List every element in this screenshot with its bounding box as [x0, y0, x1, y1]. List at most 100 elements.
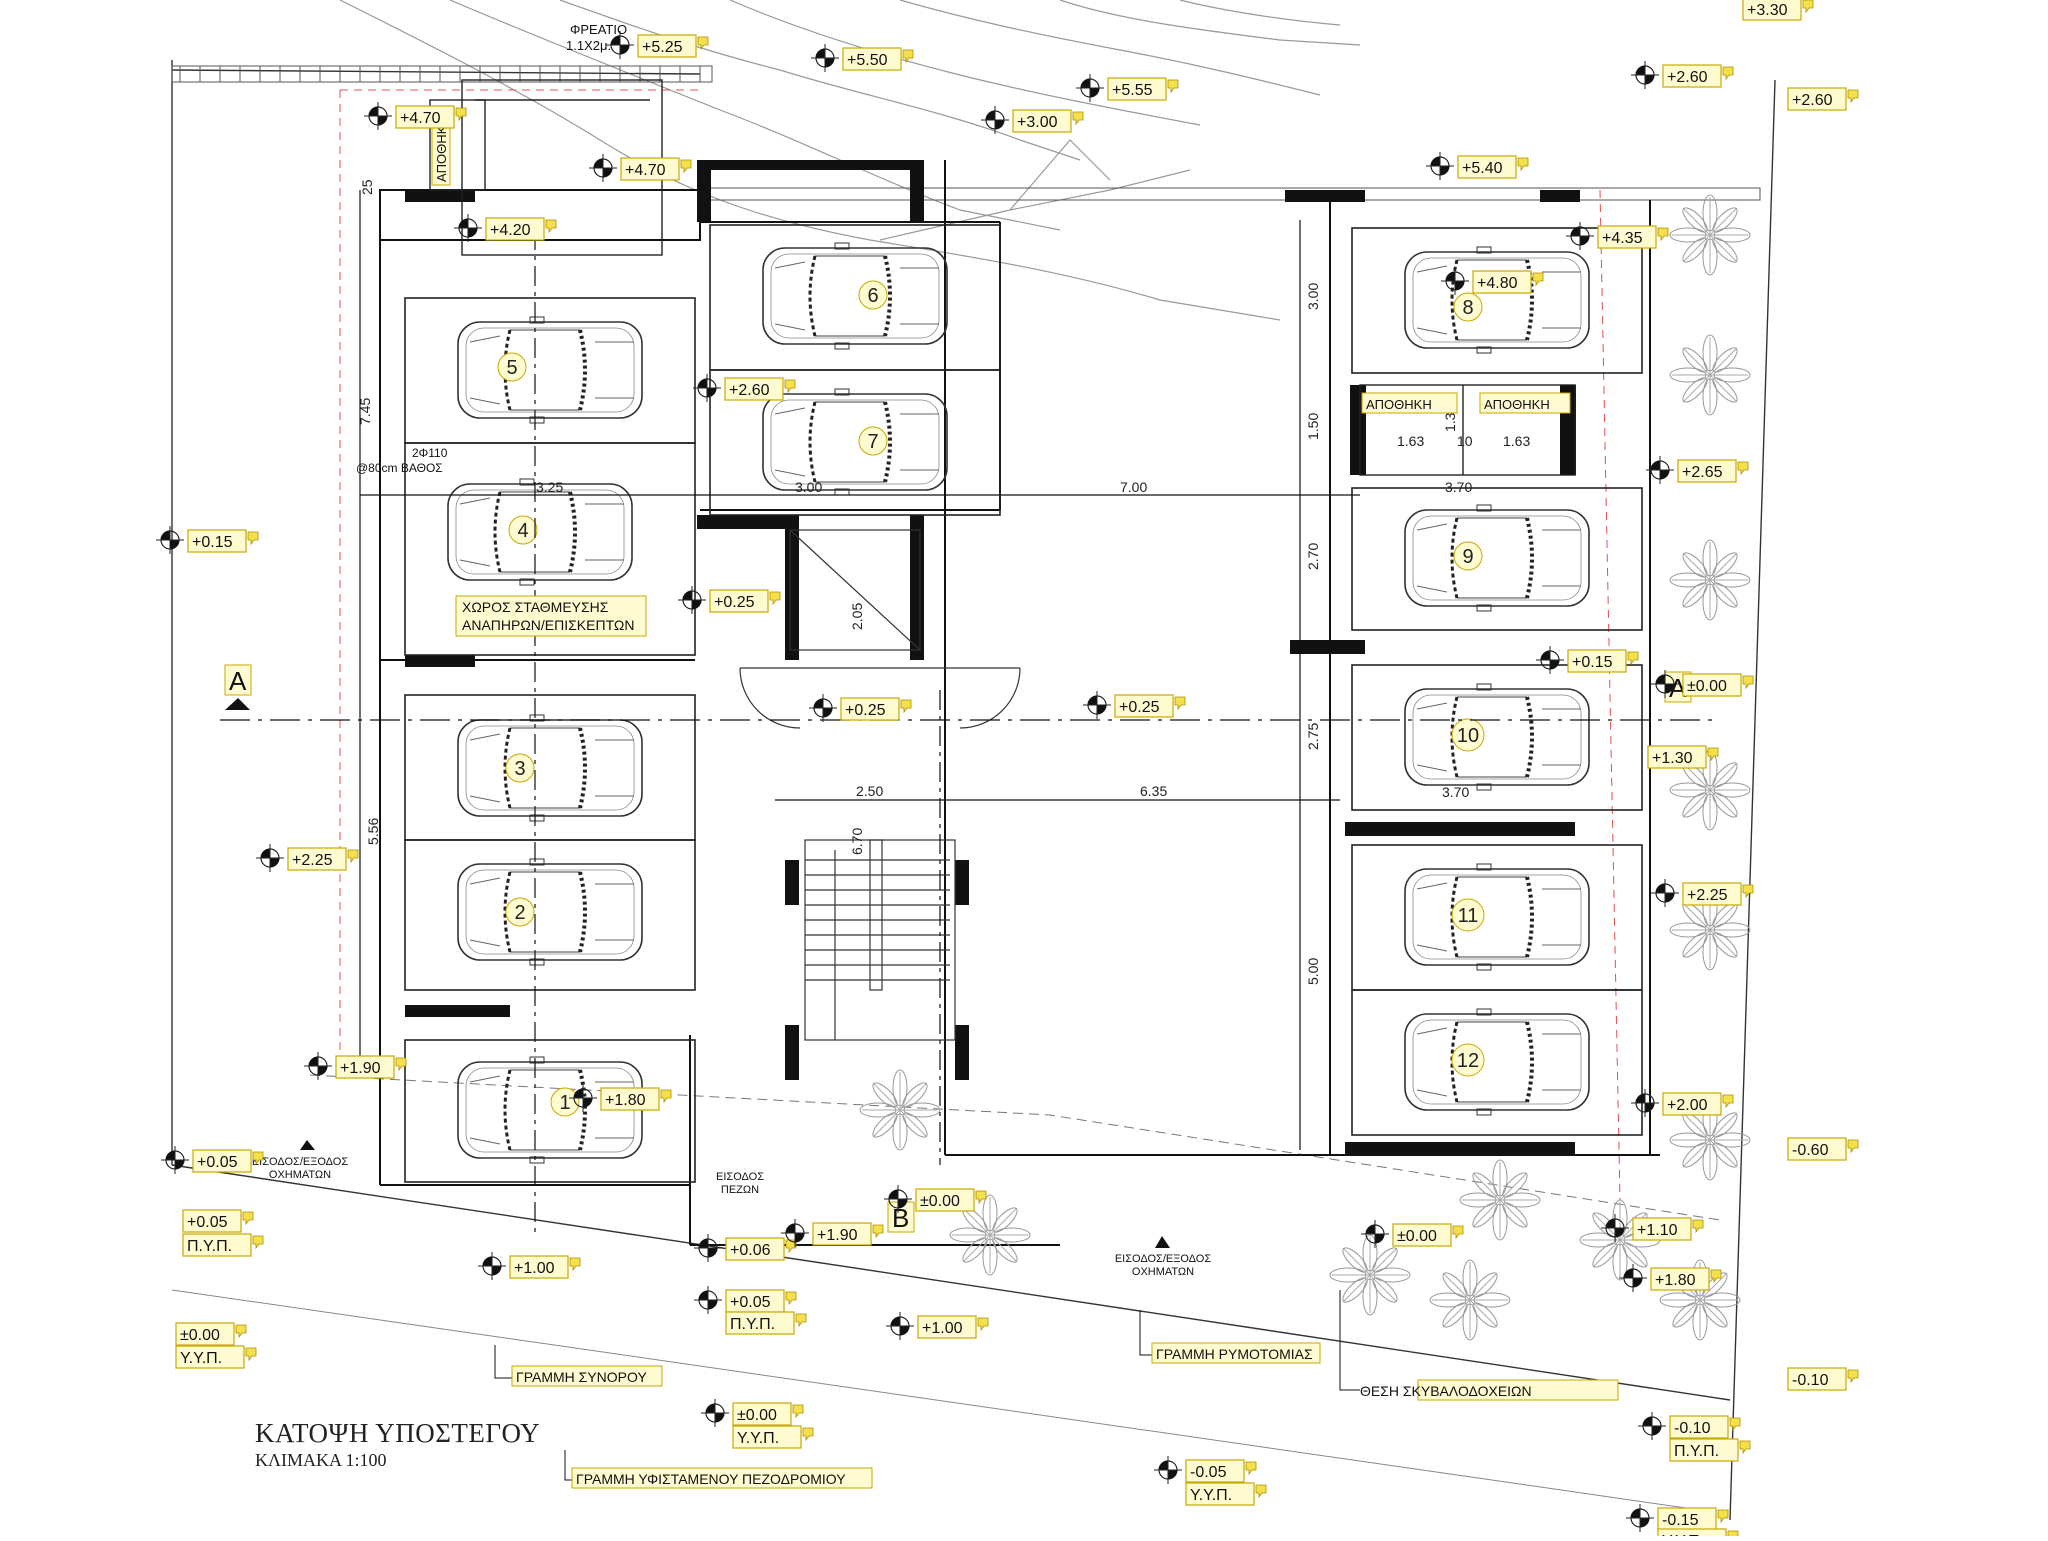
comment-icon [1245, 1461, 1257, 1476]
level-box [1107, 77, 1167, 101]
level-value: +0.05 [730, 1294, 771, 1311]
dim-6-70: 6.70 [849, 828, 865, 855]
comment-icon [792, 1404, 804, 1419]
comment-icon [1802, 0, 1814, 14]
comment-icon [1657, 227, 1669, 242]
landscape-plants [859, 194, 1751, 1341]
car-5 [456, 315, 644, 425]
dim-2-70: 2.70 [1305, 543, 1321, 570]
comment-icon [1737, 461, 1749, 476]
car-10 [1403, 682, 1591, 792]
level-box [1742, 0, 1802, 21]
terrain-contours [339, 0, 1361, 321]
comment-icon [977, 1317, 989, 1332]
label-pile-depth: @80cm ΒΑΘΟΣ [356, 461, 443, 475]
dim-5-00: 5.00 [1305, 958, 1321, 985]
label-storage-b: ΑΠΟΘΗΚΗ [1484, 397, 1550, 412]
comment-icon [975, 1190, 987, 1205]
level-symbol [1625, 1503, 1655, 1533]
comment-icon [1627, 651, 1639, 666]
level-symbol [700, 1398, 730, 1428]
level-box [1632, 1217, 1692, 1241]
comment-icon [660, 1089, 672, 1104]
level-symbol [477, 1251, 507, 1281]
level-symbol [453, 213, 483, 243]
level-value: +1.80 [1655, 1272, 1696, 1289]
comment-icon [902, 49, 914, 64]
level-value: +1.00 [514, 1260, 555, 1277]
label-pile: 2Φ110 [412, 446, 448, 460]
level-value: +4.70 [625, 162, 666, 179]
comment-icon [1717, 1509, 1729, 1524]
dim-3-70-b: 3.70 [1442, 784, 1469, 800]
comment-icon [784, 379, 796, 394]
comment-icon [900, 699, 912, 714]
level-value: +0.25 [714, 594, 755, 611]
comment-icon [795, 1313, 807, 1328]
level-box [1457, 155, 1517, 179]
label-sidewalk-line: ΓΡΑΜΜΗ ΥΦΙΣΤΑΜΕΝΟΥ ΠΕΖΟΔΡΟΜΙΟΥ [576, 1471, 846, 1487]
level-box [1787, 1137, 1847, 1161]
dimension-labels: 7.45 3.25 3.00 7.00 3.70 3.00 1.50 2.70 … [357, 179, 1530, 985]
level-box [1597, 225, 1657, 249]
comment-icon [1847, 1139, 1859, 1154]
level-value: Π.Υ.Π. [1674, 1443, 1719, 1460]
entrance-vehicles-left-2: ΟΧΗΜΑΤΩΝ [269, 1169, 331, 1181]
dim-25: 25 [359, 179, 375, 195]
level-symbol [692, 373, 722, 403]
label-bins: ΘΕΣΗ ΣΚΥΒΑΛΟΔΟΧΕΙΩΝ [1360, 1383, 1532, 1399]
level-symbol [155, 525, 185, 555]
label-storage-left: ΑΠΟΘΗΚΗ [434, 116, 449, 182]
level-value: +1.90 [340, 1060, 381, 1077]
entrance-vehicles-right-1: ΕΙΣΟΔΟΣ/ΕΞΟΔΟΣ [1115, 1253, 1212, 1265]
comment-icon [1517, 157, 1529, 172]
level-value: +3.30 [1747, 2, 1788, 19]
parking-number-4: 4 [517, 520, 528, 542]
level-box [842, 47, 902, 71]
comment-icon [802, 1427, 814, 1442]
level-value: -0.15 [1662, 1512, 1699, 1529]
comment-icon [1692, 1219, 1704, 1234]
level-box [812, 1222, 872, 1246]
level-box [840, 697, 900, 721]
level-markers: +5.25+5.50+5.55+3.00+2.60+3.30+2.60+4.70… [155, 0, 1859, 1541]
level-box [509, 1255, 569, 1279]
comment-icon [1255, 1484, 1267, 1499]
label-storage-a: ΑΠΟΘΗΚΗ [1366, 397, 1432, 412]
level-symbol [1075, 73, 1105, 103]
level-value: +1.10 [1637, 1222, 1678, 1239]
building-outline [379, 160, 1660, 1246]
parking-number-8: 8 [1462, 297, 1473, 319]
comment-icon [252, 1235, 264, 1250]
level-box [1682, 673, 1742, 697]
comment-icon [872, 1224, 884, 1239]
level-symbol [693, 1233, 723, 1263]
level-symbol [810, 43, 840, 73]
level-symbol [1360, 1219, 1390, 1249]
level-box [287, 847, 347, 871]
parking-number-1: 1 [559, 1092, 570, 1114]
parking-number-6: 6 [867, 285, 878, 307]
level-value: +2.60 [1667, 69, 1708, 86]
label-disabled-parking-2: ΑΝΑΠΗΡΩΝ/ΕΠΙΣΚΕΠΤΩΝ [462, 617, 634, 633]
label-building-line: ΓΡΑΜΜΗ ΡΥΜΟΤΟΜΙΑΣ [1156, 1346, 1313, 1362]
level-symbol [1082, 690, 1112, 720]
parking-number-10: 10 [1457, 725, 1479, 747]
car-7 [761, 387, 949, 497]
level-value: +2.00 [1667, 1097, 1708, 1114]
car-6 [761, 241, 949, 351]
level-value: +2.65 [1682, 464, 1723, 481]
car-symbols [446, 241, 1591, 1165]
level-box [1669, 1415, 1729, 1439]
level-box [1787, 1367, 1847, 1391]
entrance-vehicles-left-1: ΕΙΣΟΔΟΣ/ΕΞΟΔΟΣ [252, 1156, 349, 1168]
level-symbol [885, 1311, 915, 1341]
level-box [182, 1209, 242, 1233]
level-box [182, 1233, 252, 1257]
parking-number-12: 12 [1457, 1050, 1479, 1072]
car-3 [456, 713, 644, 823]
car-9 [1403, 503, 1591, 613]
thick-walls [405, 160, 1580, 1156]
